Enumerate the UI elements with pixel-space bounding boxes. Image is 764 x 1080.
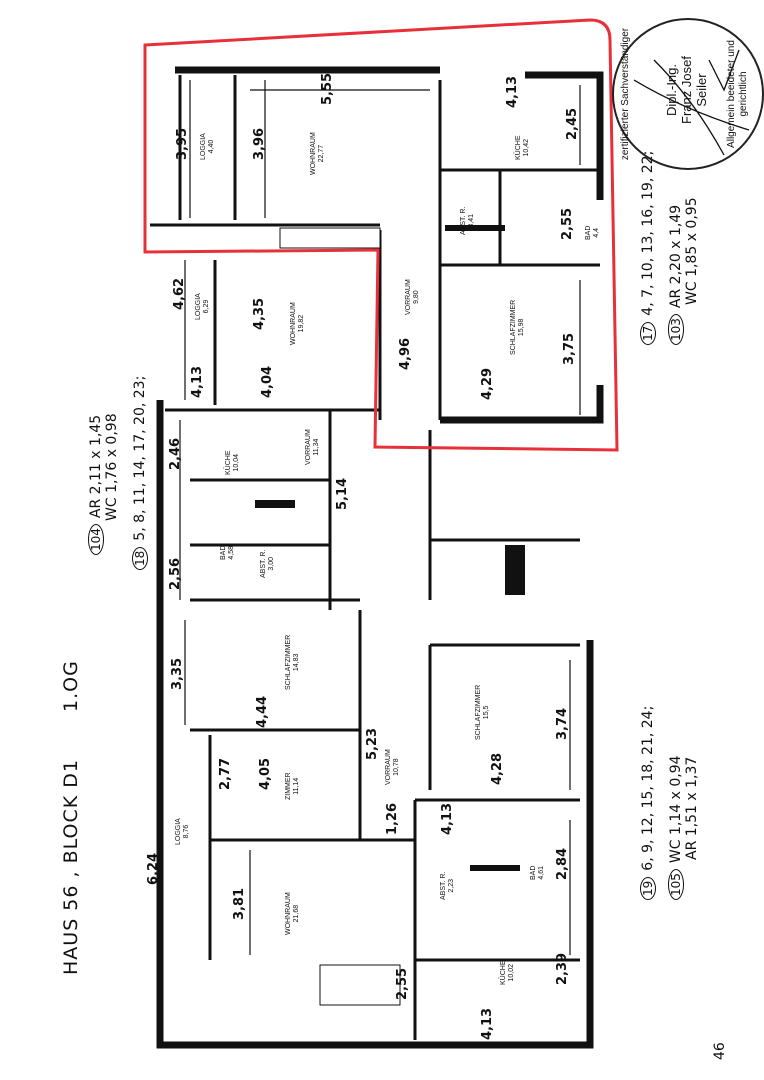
dimension-label: 4,62 [172,277,187,310]
note-badge: 18 [132,546,148,570]
dimension-label: 2,84 [555,847,570,880]
dimension-label: 4,13 [480,1007,495,1040]
dimension-label: 5,14 [335,477,350,510]
note-line: AR 2,20 x 1,49 [668,204,684,309]
highlight-outline [143,18,619,452]
dimension-label: 2,39 [555,952,570,985]
dimension-label: 6,24 [146,852,161,885]
note-19: 19 6, 9, 12, 15, 18, 21, 24; [640,706,656,900]
wall-fills [255,225,525,871]
room-label: ABST. R.3,41 [460,206,475,235]
dimension-label: 2,56 [168,557,183,590]
note-badge: 19 [640,876,656,900]
dimension-label: 4,28 [490,752,505,785]
floor-label: 1.OG [60,660,82,712]
dimension-label: 3,96 [252,127,267,160]
dimension-label: 4,35 [252,297,267,330]
dimension-label: 4,96 [398,337,413,370]
note-line: AR 2,11 x 1,45 [88,414,104,519]
building-label: HAUS 56 , BLOCK D1 [60,759,82,975]
dimension-label: 2,77 [218,757,233,790]
note-badge: 103 [668,314,684,345]
dimension-label: 3,74 [555,707,570,740]
dimension-label: 4,13 [505,75,520,108]
dimension-label: 2,55 [395,967,410,1000]
note-line: WC 1,14 x 0,94 [668,755,684,864]
dimension-label: 3,75 [562,332,577,365]
dimension-label: 4,13 [190,365,205,398]
note-badge: 104 [88,524,104,555]
outer-walls [156,66,604,1049]
dimension-label: 3,95 [175,127,190,160]
dimension-label: 4,05 [258,757,273,790]
dimension-label: 1,26 [385,802,400,835]
dimension-label: 4,44 [255,695,270,728]
dimension-lines [159,80,581,1040]
stamp-ring-top: zertifizierter Sachverständiger [620,27,631,161]
dimension-label: 2,55 [560,207,575,240]
dimension-label: 4,04 [260,365,275,398]
dimension-label: 5,23 [365,727,380,760]
stamp-ring-bottom: Allgemein beeideter und gerichtlich [726,40,749,148]
dimension-label: 5,55 [320,72,335,105]
stairs [279,227,401,1006]
note-line: 6, 9, 12, 15, 18, 21, 24; [640,705,656,871]
plan-title: HAUS 56 , BLOCK D1 1.OG [60,660,82,975]
dimension-label: 2,46 [168,437,183,470]
note-badge: 17 [640,321,656,345]
signature-mark [633,49,750,156]
dimension-label: 4,13 [440,802,455,835]
dimension-label: 3,35 [170,657,185,690]
dimension-label: 2,45 [565,107,580,140]
note-103: 103 AR 2,20 x 1,49 WC 1,85 x 0,95 [668,197,700,345]
note-line: 5, 8, 11, 14, 17, 20, 23; [132,375,148,541]
room-label: ABST. R.3,00 [260,549,275,578]
expert-stamp: zertifizierter Sachverständiger Dipl.-In… [612,18,764,170]
note-badge: 105 [668,869,684,900]
note-18: 18 5, 8, 11, 14, 17, 20, 23; [132,376,148,570]
note-line: 4, 7, 10, 13, 16, 19, 22; [640,150,656,316]
note-line: WC 1,85 x 0,95 [684,197,700,305]
note-104: 104 AR 2,11 x 1,45 WC 1,76 x 0,98 [88,413,120,555]
inner-walls [150,75,600,1040]
note-line: AR 1,51 x 1,37 [684,756,700,860]
dimension-label: 3,81 [232,887,247,920]
note-17: 17 4, 7, 10, 13, 16, 19, 22; [640,151,656,345]
dimension-label: 4,29 [480,367,495,400]
room-label: ABST. R.2,23 [440,871,455,900]
note-105: 105 WC 1,14 x 0,94 AR 1,51 x 1,37 [668,755,700,900]
page-number: 46 [712,1042,728,1060]
note-line: WC 1,76 x 0,98 [104,413,120,521]
